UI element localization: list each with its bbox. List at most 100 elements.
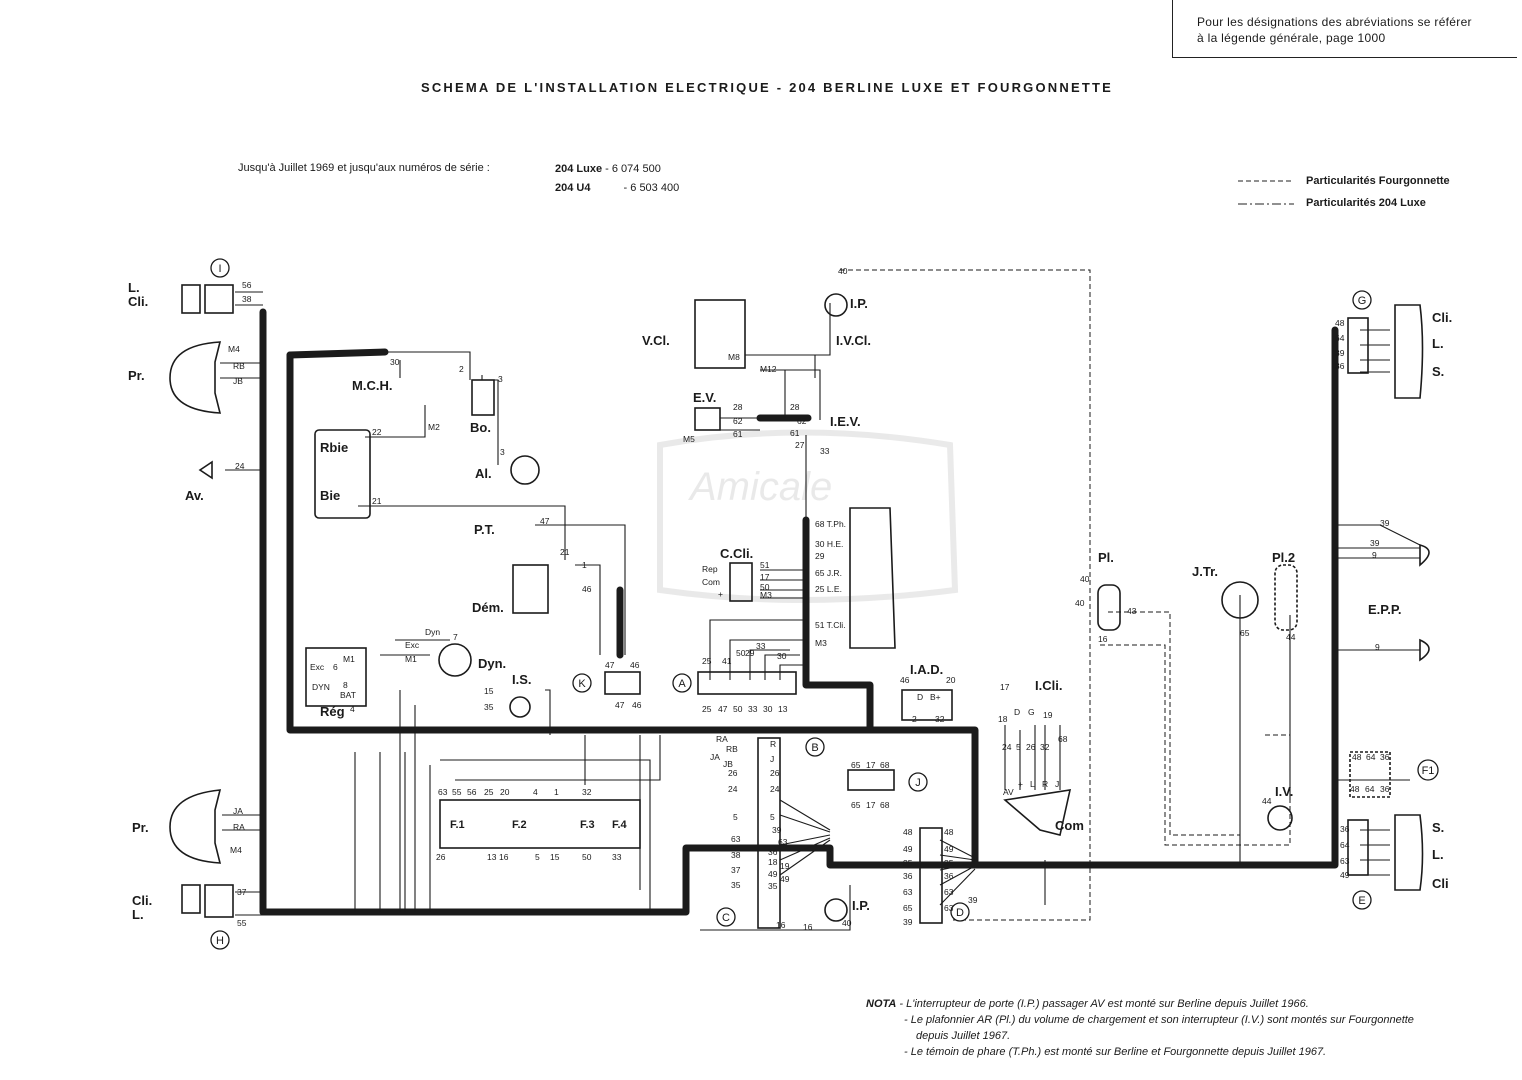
wire-fuse-32: 32 <box>582 787 592 797</box>
model-luxe-name: 204 Luxe <box>555 163 603 175</box>
rear-lamp-top <box>1394 304 1424 399</box>
note-line-3: depuis Juillet 1967. <box>916 1030 1011 1042</box>
wire-reg-bat: BAT <box>340 690 356 700</box>
label-ccli: C.Cli. <box>720 546 753 561</box>
connector-f1-circle <box>1417 759 1439 781</box>
wire-c-19: 19 <box>780 861 790 871</box>
wire-d-65: 65 <box>903 903 913 913</box>
wire-46-dem: 46 <box>582 584 592 594</box>
ip-top-switch <box>824 293 848 317</box>
wire-a-30: 30 <box>777 651 787 661</box>
label-rbie: Rbie <box>320 440 348 455</box>
wire-f1-48b: 48 <box>1350 784 1360 794</box>
connector-a: A <box>678 678 686 690</box>
wire-ccli-50: 50 <box>760 582 770 592</box>
epp-lamp-top <box>1419 543 1430 567</box>
wire-b-r: R <box>770 739 776 749</box>
wire-reg-m1: M1 <box>405 654 417 664</box>
wire-ab-50: 50 <box>733 704 743 714</box>
wire-reg-exc2: Exc <box>310 662 325 672</box>
main-harness <box>259 308 1339 916</box>
wire-icli-plus: + <box>1018 779 1023 789</box>
headlamp-bottom <box>169 789 222 864</box>
wire-d-48: 48 <box>903 827 913 837</box>
wire-ab-13: 13 <box>778 704 788 714</box>
label-s-right: S. <box>1432 364 1444 379</box>
connector-k-circle <box>572 673 592 693</box>
fuse-labels: F.1 F.2 F.3 F.4 <box>450 819 628 831</box>
wire-rb: RB <box>233 361 245 371</box>
connector-g-circle <box>1352 290 1372 310</box>
wire-ja: JA <box>233 806 243 816</box>
connector-b: B <box>811 742 818 754</box>
is-switch <box>509 696 531 718</box>
wire-icli-24: 24 <box>1002 742 1012 752</box>
wire-dash-51tcli: 51 T.Cli. <box>815 620 846 630</box>
label-ivcl: I.V.Cl. <box>836 333 871 348</box>
fuse-f2: F.2 <box>512 819 527 831</box>
epp-lamp-bottom <box>1419 638 1430 662</box>
wire-ccli-m3: M3 <box>760 590 772 600</box>
wire-c-18: 18 <box>768 857 778 867</box>
wire-30: 30 <box>390 357 400 367</box>
label-dyn: Dyn. <box>478 656 506 671</box>
wire-e-49: 49 <box>1340 870 1350 880</box>
wire-icli-av: AV <box>1003 787 1014 797</box>
iv-switch <box>1267 805 1293 831</box>
label-pl2: Pl.2 <box>1272 550 1295 565</box>
wire-m8: M8 <box>728 352 740 362</box>
legend-luxe: Particularités 204 Luxe <box>1306 197 1426 209</box>
wire-iev-61: 61 <box>790 428 800 438</box>
wire-iad-46: 46 <box>900 675 910 685</box>
model-u4-serial: - 6 503 400 <box>623 182 680 194</box>
wire-c-16a: 16 <box>776 920 786 930</box>
wire-j-68b: 68 <box>880 800 890 810</box>
wire-d-36: 36 <box>903 871 913 881</box>
wire-labels: 56 38 M4 RB JB 24 JA RA M4 37 55 30 2 3 … <box>228 266 1390 932</box>
wire-b-5r: 5 <box>770 812 775 822</box>
wire-22: 22 <box>372 427 382 437</box>
wire-c-37: 37 <box>731 865 741 875</box>
diagram-title: SCHEMA DE L'INSTALLATION ELECTRIQUE - 20… <box>420 80 1114 95</box>
label-vcl: V.Cl. <box>642 333 670 348</box>
block-i <box>204 284 234 314</box>
legend-fourgonnette: Particularités Fourgonnette <box>1306 175 1450 187</box>
wire-is-35: 35 <box>484 702 494 712</box>
wire-fuse-4: 4 <box>533 787 538 797</box>
wire-f1-64a: 64 <box>1366 752 1376 762</box>
wire-pl-43: 43 <box>1127 606 1137 616</box>
wire-iad-32: 32 <box>935 714 945 724</box>
wire-reg-4: 4 <box>350 704 355 714</box>
connector-j-circle <box>908 772 928 792</box>
wire-b-jb: JB <box>723 759 733 769</box>
ev-pump <box>694 407 721 431</box>
label-iad: I.A.D. <box>910 662 943 677</box>
label-pt: P.T. <box>474 522 495 537</box>
horn <box>198 460 213 480</box>
wire-dash-30he: 30 H.E. <box>815 539 843 549</box>
wire-21-pt: 21 <box>560 547 570 557</box>
connector-i: I <box>218 263 221 275</box>
wire-d-49: 49 <box>903 844 913 854</box>
wire-icli-32: 32 <box>1040 742 1050 752</box>
wire-ccli-17: 17 <box>760 572 770 582</box>
wire-b-j: J <box>770 754 774 764</box>
wire-pl-16: 16 <box>1098 634 1108 644</box>
connector-b-circle <box>805 737 825 757</box>
wire-24: 24 <box>235 461 245 471</box>
wire-iad-2: 2 <box>912 714 917 724</box>
wire-dash-25le: 25 L.E. <box>815 584 842 594</box>
wire-d-39: 39 <box>903 917 913 927</box>
wire-icli-d: D <box>1014 707 1020 717</box>
wire-bo-3a: 3 <box>498 374 503 384</box>
wire-c-49r: 49 <box>780 874 790 884</box>
connector-c-circle <box>716 907 736 927</box>
wire-fuse-56: 56 <box>467 787 477 797</box>
wire-fuse-55: 55 <box>452 787 462 797</box>
connector-c: C <box>722 912 730 924</box>
label-l-right: L. <box>1432 336 1444 351</box>
wire-dash-68tph: 68 T.Ph. <box>815 519 846 529</box>
label-l-top: L.Cli. <box>128 280 148 309</box>
block-k <box>604 671 641 695</box>
wire-f1-36b: 36 <box>1380 784 1390 794</box>
